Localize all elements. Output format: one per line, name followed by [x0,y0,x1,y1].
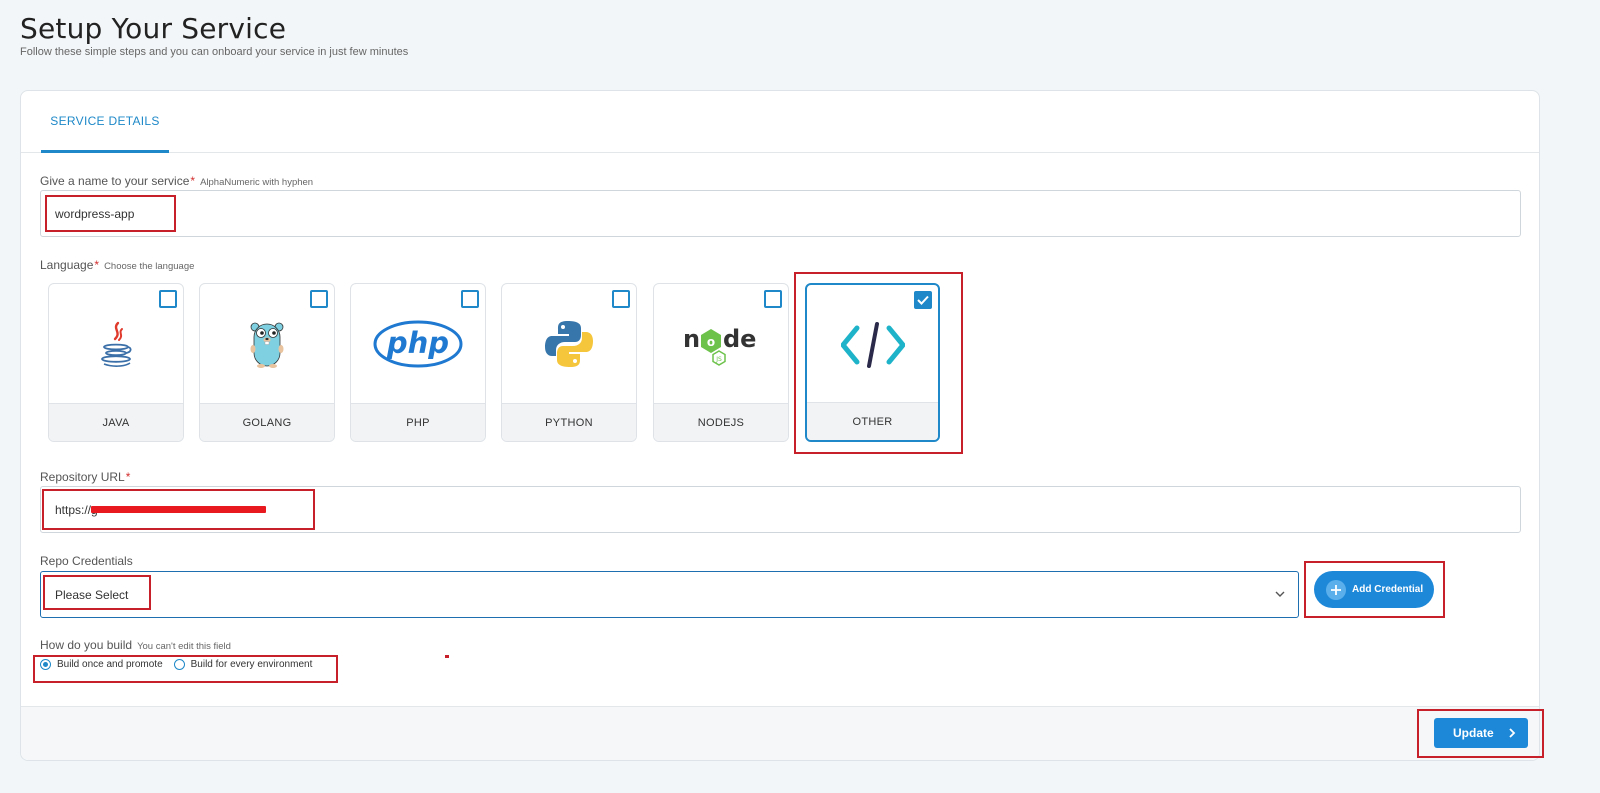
page-subtitle: Follow these simple steps and you can on… [20,46,409,58]
service-name-input[interactable] [40,190,1521,237]
language-option-other[interactable]: OTHER [805,283,940,442]
svg-text:php: php [386,326,449,360]
update-button[interactable]: Update [1434,718,1528,748]
php-label: PHP [351,403,485,441]
php-checkbox[interactable] [461,290,479,308]
other-label: OTHER [807,402,938,440]
java-checkbox[interactable] [159,290,177,308]
repository-url-label: Repository URL* [40,470,130,484]
nodejs-label: NODEJS [654,403,788,441]
language-option-golang[interactable]: GOLANG [199,283,335,442]
tab-service-details[interactable]: SERVICE DETAILS [41,91,169,153]
repository-url-label-text: Repository URL [40,470,125,484]
repository-url-input[interactable] [40,486,1521,533]
required-marker: * [125,470,131,484]
language-label-text: Language [40,258,94,272]
language-hint: Choose the language [104,261,195,272]
svg-text:de: de [723,325,756,353]
build-option-once-label: Build once and promote [57,659,163,670]
build-option-once[interactable]: Build once and promote [40,659,163,670]
language-label: Language* Choose the language [40,258,194,272]
language-option-nodejs[interactable]: n o de JS NODEJS [653,283,789,442]
service-name-label-text: Give a name to your service [40,174,190,188]
golang-gopher-icon [200,284,334,404]
java-label: JAVA [49,403,183,441]
java-icon [49,284,183,404]
redaction-mark [91,506,266,513]
build-label: How do you build You can't edit this fiel… [40,638,231,652]
svg-text:o: o [707,335,715,349]
svg-text:n: n [683,325,700,353]
build-hint: You can't edit this field [137,641,231,652]
repo-credentials-label: Repo Credentials [40,554,133,568]
nodejs-checkbox[interactable] [764,290,782,308]
radio-unchecked[interactable] [173,659,185,670]
python-label: PYTHON [502,403,636,441]
language-option-php[interactable]: php PHP [350,283,486,442]
code-brackets-icon [807,285,938,405]
required-marker: * [190,174,196,188]
form-footer: Update [21,706,1539,760]
tab-bar: SERVICE DETAILS [21,91,1539,153]
nodejs-icon: n o de JS [654,284,788,404]
service-name-hint: AlphaNumeric with hyphen [200,177,314,188]
repo-credentials-selected-value: Please Select [55,587,129,602]
service-details-card: SERVICE DETAILS Give a name to your serv… [20,90,1540,761]
chevron-right-icon [1509,728,1515,738]
svg-text:JS: JS [715,356,722,363]
page-title: Setup Your Service [20,12,287,45]
build-label-text: How do you build [40,638,133,652]
update-label: Update [1453,726,1494,740]
service-name-label: Give a name to your service* AlphaNumeric… [40,174,313,188]
radio-checked[interactable] [40,659,51,670]
golang-checkbox[interactable] [310,290,328,308]
build-option-every-env-label: Build for every environment [190,659,313,670]
add-credential-button[interactable]: Add Credential [1314,571,1434,608]
chevron-down-icon [1275,591,1285,597]
add-credential-label: Add Credential [1352,584,1424,595]
python-checkbox[interactable] [612,290,630,308]
repo-credentials-select[interactable]: Please Select [40,571,1299,618]
build-radio-group: Build once and promote Build for every e… [40,659,323,670]
golang-label: GOLANG [200,403,334,441]
python-icon [502,284,636,404]
language-option-python[interactable]: PYTHON [501,283,637,442]
required-marker: * [94,258,100,272]
other-checkbox[interactable] [914,291,932,309]
language-option-java[interactable]: JAVA [48,283,184,442]
build-option-every-env[interactable]: Build for every environment [173,659,313,670]
php-icon: php [351,284,485,404]
plus-icon [1326,579,1346,600]
annotation-dot [445,655,449,658]
